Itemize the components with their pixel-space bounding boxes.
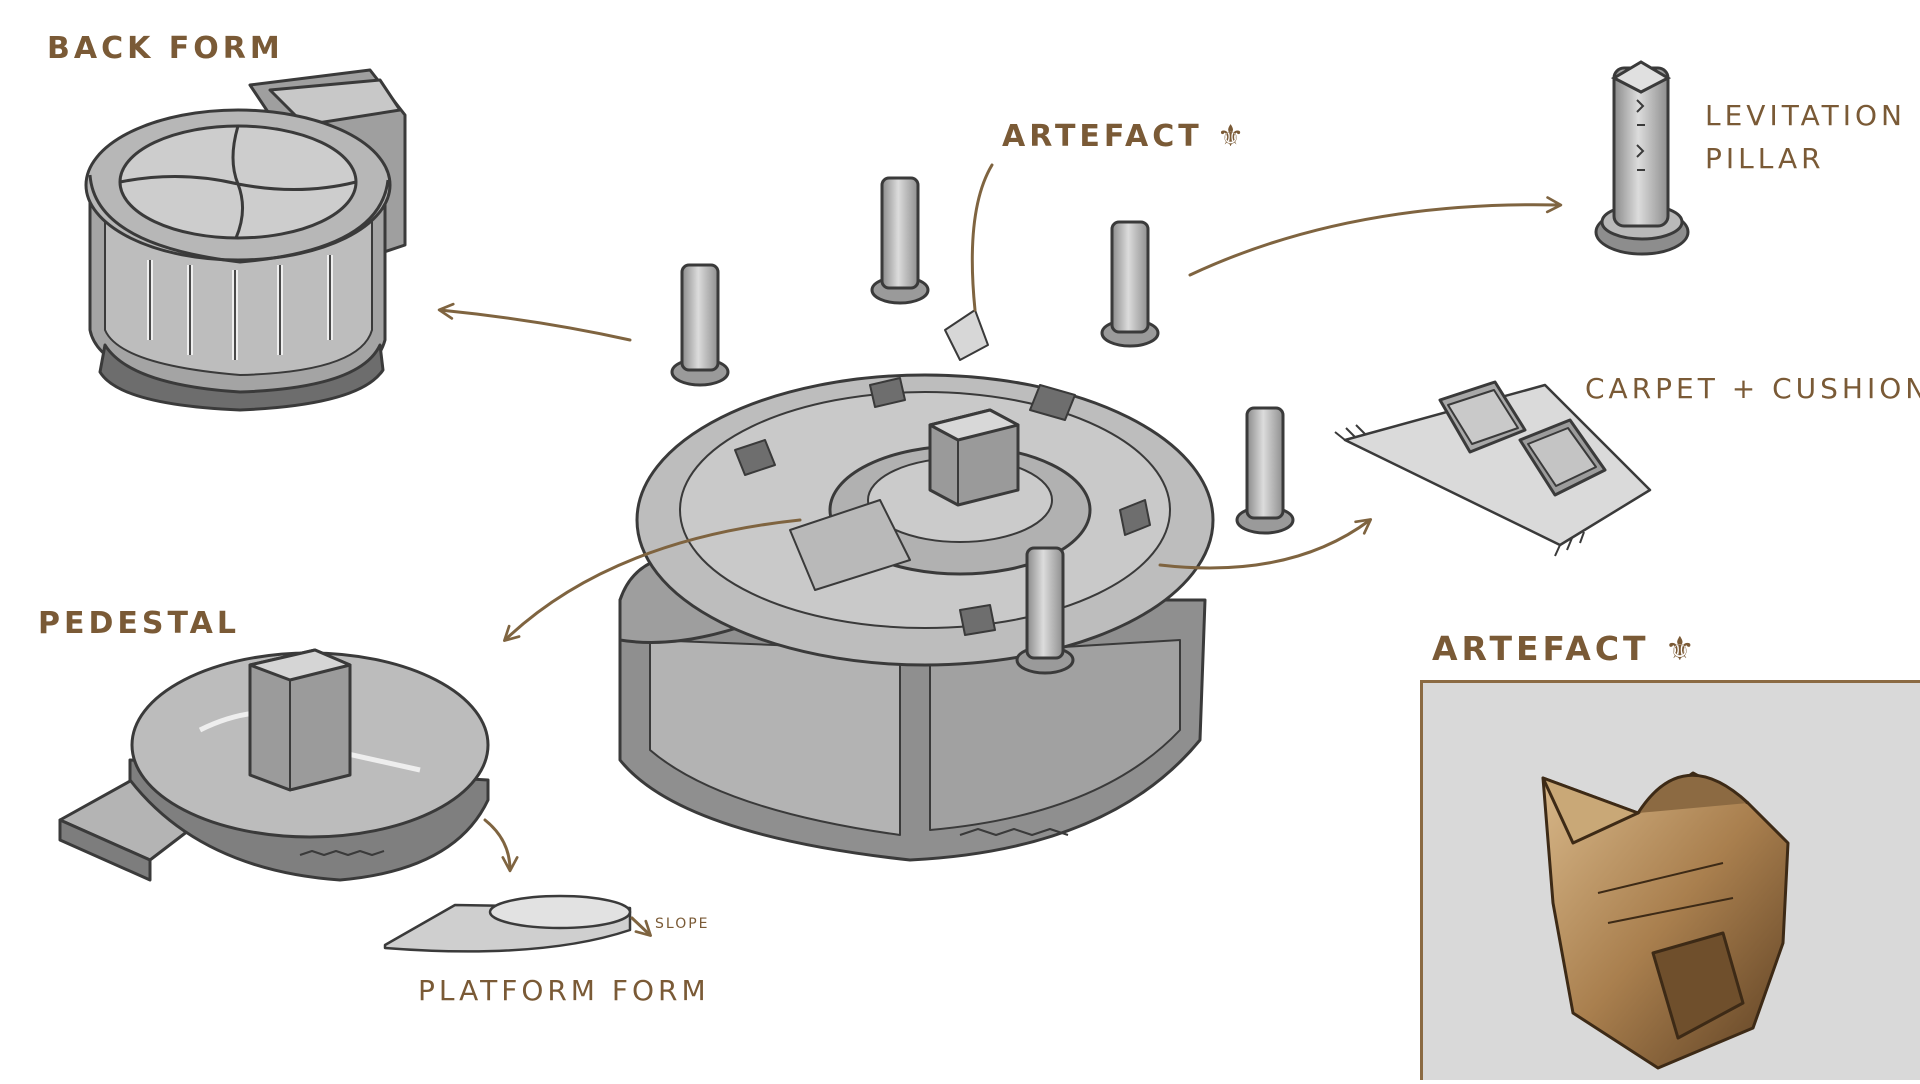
label-levitation-line1: LEVITATION: [1705, 100, 1906, 132]
label-artefact-inset: ARTEFACT ⚜: [1432, 630, 1699, 668]
platform-form-sketch: [385, 896, 630, 951]
label-back-form: BACK FORM: [47, 32, 284, 67]
artefact-inset-panel: [1420, 680, 1920, 1080]
pillar-left: [672, 265, 728, 385]
arrow-to-platform-form: [485, 820, 510, 870]
main-altar-sketch: [620, 310, 1213, 860]
label-artefact-top: ARTEFACT ⚜: [1002, 120, 1248, 155]
label-platform-form: PLATFORM FORM: [418, 975, 710, 1007]
label-slope: SLOPE: [655, 916, 710, 932]
pedestal-sketch: [60, 650, 488, 880]
carpet-cushion-sketch: [1335, 382, 1650, 556]
arrow-to-back-form: [440, 310, 630, 340]
artefact-illustration: [1423, 683, 1920, 1080]
label-pedestal: PEDESTAL: [38, 607, 240, 642]
pillar-right: [1237, 408, 1293, 533]
pillar-top-right: [1102, 222, 1158, 346]
slope-arrow: [632, 918, 650, 935]
label-levitation-line2: PILLAR: [1705, 143, 1825, 175]
pillar-top-left: [872, 178, 928, 303]
levitation-pillar-sketch: [1596, 62, 1688, 254]
artefact-leader-line: [972, 165, 992, 310]
label-carpet-cushion: CARPET + CUSHION: [1585, 373, 1920, 405]
back-form-sketch: [86, 70, 405, 410]
arrow-to-levitation-pillar: [1190, 205, 1560, 275]
